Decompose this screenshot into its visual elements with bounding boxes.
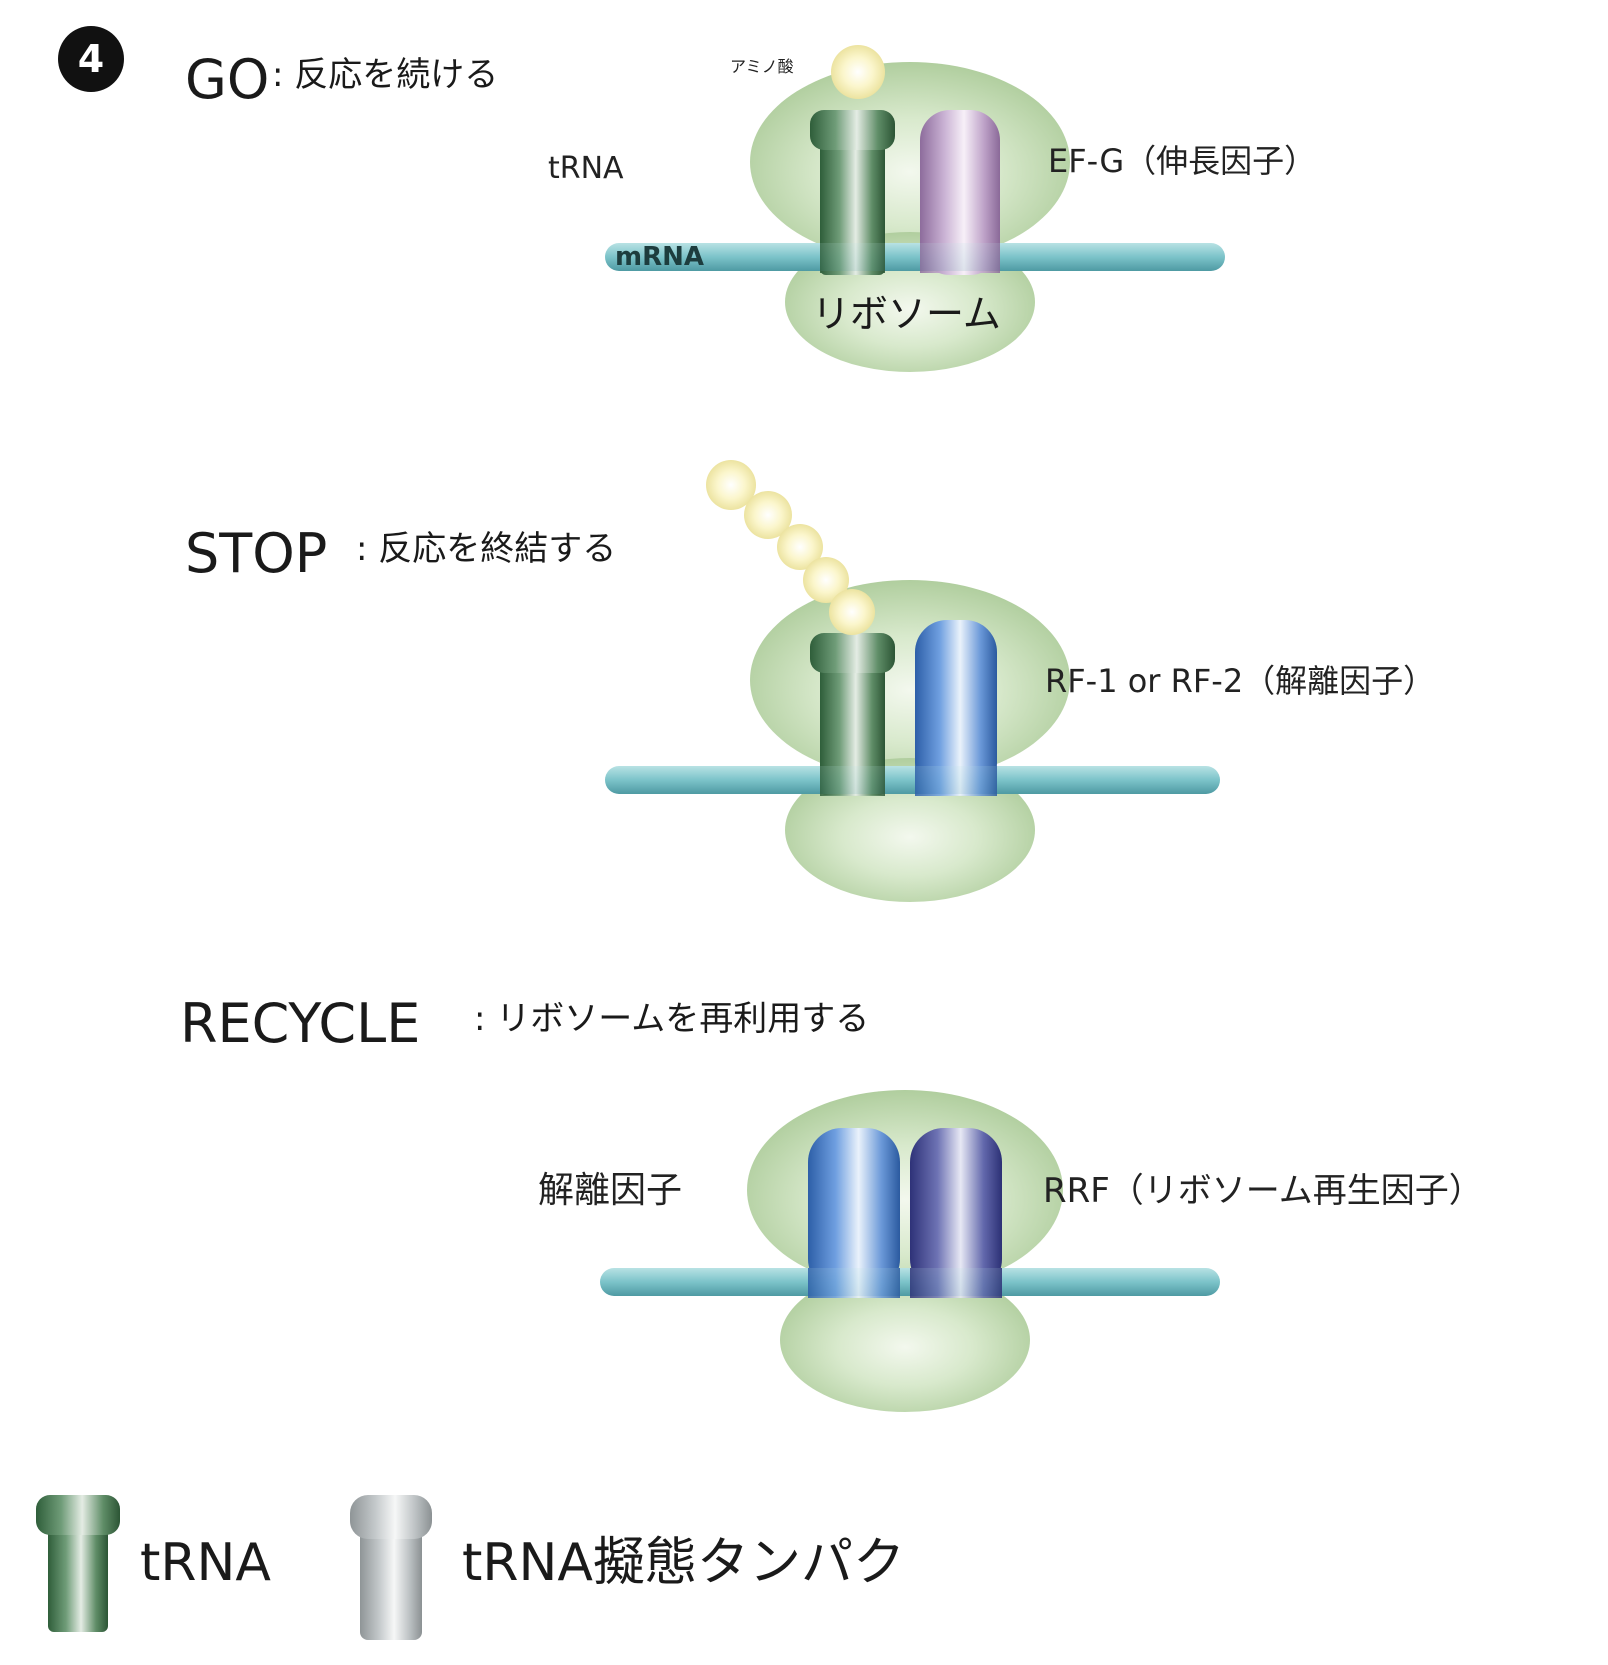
label-release-factor: 解離因子 <box>538 1170 682 1211</box>
label-ribosome: リボソーム <box>812 292 1001 336</box>
amino-acid-bead <box>777 524 823 570</box>
legend-trna-swatch <box>36 1495 120 1632</box>
label-amino-acid: アミノ酸 <box>730 57 794 76</box>
legend-mimic-swatch <box>350 1495 432 1640</box>
amino-acid-bead <box>829 589 875 635</box>
legend: tRNA tRNA擬態タンパク <box>36 1495 905 1640</box>
label-trna: tRNA <box>548 151 624 186</box>
panel-recycle-subheading: : リボソームを再利用する <box>474 999 869 1039</box>
ribosome-large-subunit <box>750 580 1070 780</box>
step-badge-circle <box>58 26 124 92</box>
trna-tube <box>810 110 895 275</box>
ribosome-small-subunit <box>780 1268 1030 1412</box>
peptide-chain <box>706 460 875 635</box>
step-badge-number: 4 <box>78 37 104 81</box>
legend-trna-label: tRNA <box>140 1533 271 1593</box>
mrna-strand <box>605 243 1225 271</box>
mrna-strand <box>605 766 1220 794</box>
legend-mimic-label: tRNA擬態タンパク <box>462 1533 905 1593</box>
amino-acid-bead <box>706 460 756 510</box>
panel-go: GO : 反応を続ける アミノ酸 tRNA mRNA EF-G（伸長因子） リボ… <box>185 45 1316 372</box>
panel-stop-subheading: : 反応を終結する <box>356 529 616 569</box>
rrf-tube <box>910 1128 1002 1293</box>
amino-acid-bead <box>744 491 792 539</box>
amino-acid-bead <box>803 557 849 603</box>
label-rrf: RRF（リボソーム再生因子） <box>1043 1171 1483 1211</box>
label-rf: RF-1 or RF-2（解離因子） <box>1045 662 1435 700</box>
rf-tube <box>915 620 997 795</box>
label-efg: EF-G（伸長因子） <box>1048 142 1316 180</box>
efg-tube <box>920 110 1000 275</box>
trna-tube <box>810 633 895 795</box>
amino-acid-bead <box>831 45 885 99</box>
panel-recycle-heading: RECYCLE <box>180 992 420 1055</box>
panel-go-subheading: : 反応を続ける <box>272 55 498 95</box>
ribosome-large-subunit <box>747 1090 1063 1290</box>
release-factor-tube <box>808 1128 900 1293</box>
panel-go-heading: GO <box>185 48 269 111</box>
panel-stop-heading: STOP <box>185 522 327 585</box>
step-badge: 4 <box>58 26 124 92</box>
panel-recycle: RECYCLE : リボソームを再利用する 解離因子 RRF（リボソーム再生因子… <box>180 992 1483 1412</box>
panel-stop: STOP : 反応を終結する RF-1 or RF-2（解離因子） <box>185 460 1435 902</box>
label-mrna: mRNA <box>615 242 704 272</box>
